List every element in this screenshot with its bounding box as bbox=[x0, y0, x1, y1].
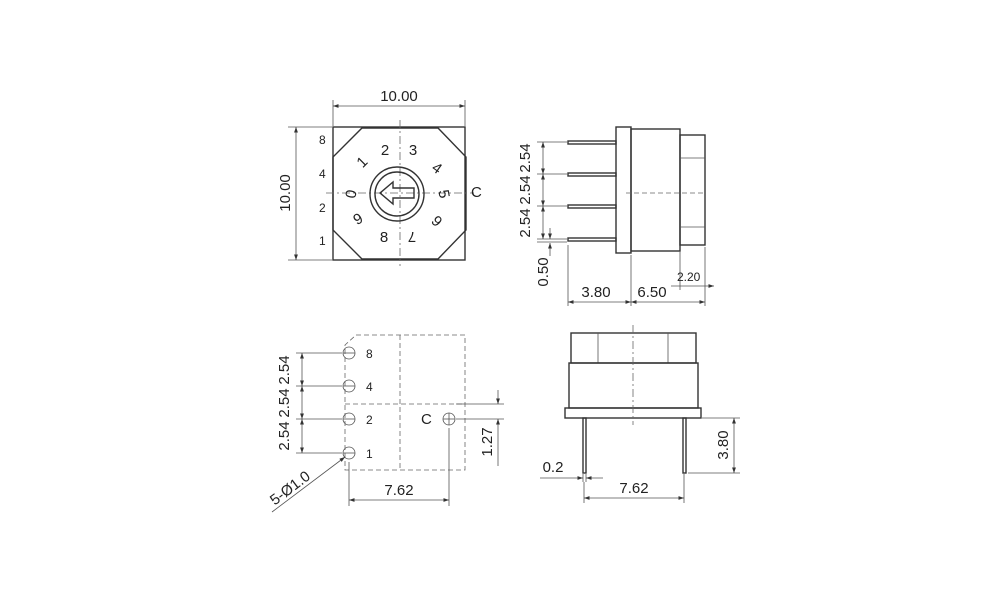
front-pin-right bbox=[682, 417, 687, 474]
top-view-octagon bbox=[332, 127, 467, 260]
footprint-pin-label-1: 1 bbox=[366, 447, 373, 461]
fp-hole-dim: 5-Ø1.0 bbox=[267, 468, 314, 509]
dial-inner-ring bbox=[374, 171, 420, 217]
top-pin-label-8: 8 bbox=[319, 133, 326, 147]
side-view-cap bbox=[679, 134, 706, 246]
front-view: 0.2 7.62 3.80 bbox=[540, 325, 740, 503]
front-pin-left bbox=[582, 417, 587, 474]
dial-arrow-icon bbox=[378, 180, 415, 206]
fp-pitch-dim-1: 2.54 bbox=[276, 355, 293, 384]
front-offset-dim: 0.2 bbox=[543, 459, 564, 476]
dial-number-9: 9 bbox=[350, 210, 366, 229]
top-pin-label-4: 4 bbox=[319, 167, 326, 181]
dial-number-6: 6 bbox=[428, 212, 446, 230]
side-pitch-dim-2: 2.54 bbox=[517, 175, 534, 204]
top-height-dim: 10.00 bbox=[277, 174, 294, 212]
footprint-pin-label-8: 8 bbox=[366, 347, 373, 361]
dial-number-8: 8 bbox=[380, 229, 388, 246]
dial-number-5: 5 bbox=[434, 189, 452, 200]
front-length-dim: 3.80 bbox=[715, 430, 732, 459]
side-cap-dim: 2.20 bbox=[677, 270, 701, 284]
top-pin-label-1: 1 bbox=[319, 234, 326, 248]
dial-number-0: 0 bbox=[342, 189, 360, 200]
side-pitch-dim-1: 2.54 bbox=[517, 143, 534, 172]
side-view: 2.54 2.54 2.54 0.50 3.80 6.50 2.20 bbox=[517, 126, 714, 306]
side-pin-4 bbox=[567, 172, 617, 177]
dial-outer-ring bbox=[369, 166, 425, 222]
side-depth-dim: 6.50 bbox=[637, 284, 666, 301]
front-view-cap bbox=[570, 332, 697, 364]
front-row-dim: 7.62 bbox=[619, 480, 648, 497]
dial-number-1: 1 bbox=[353, 153, 371, 171]
side-thickness-dim: 0.50 bbox=[535, 257, 552, 286]
front-view-body bbox=[568, 362, 699, 409]
side-pitch-dim-3: 2.54 bbox=[517, 208, 534, 237]
fp-pitch-dim-3: 2.54 bbox=[276, 421, 293, 450]
side-pin-1 bbox=[567, 237, 617, 242]
footprint-view: 8 4 2 1 C 2.54 2.54 2.54 5-Ø1.0 7.62 1.2… bbox=[267, 334, 504, 513]
side-pin-2 bbox=[567, 204, 617, 209]
dial-number-3: 3 bbox=[409, 142, 417, 159]
dial-number-7: 7 bbox=[408, 228, 416, 245]
top-view: 10.00 10.00 8 4 2 1 C 0 1 2 3 4 5 6 7 8 … bbox=[277, 88, 482, 266]
top-width-dim: 10.00 bbox=[380, 88, 418, 105]
dial-number-4: 4 bbox=[428, 159, 445, 178]
footprint-pin-label-2: 2 bbox=[366, 413, 373, 427]
footprint-pin-label-4: 4 bbox=[366, 380, 373, 394]
top-pin-label-2: 2 bbox=[319, 201, 326, 215]
fp-pitch-dim-2: 2.54 bbox=[276, 388, 293, 417]
footprint-outline bbox=[344, 334, 466, 471]
top-common-label: C bbox=[471, 184, 482, 201]
side-pin-8 bbox=[567, 140, 617, 145]
side-view-flange bbox=[615, 126, 632, 254]
fp-hole-leader bbox=[271, 456, 346, 513]
dial-number-2: 2 bbox=[381, 142, 389, 159]
footprint-common-label: C bbox=[421, 411, 432, 428]
fp-offset-dim: 1.27 bbox=[479, 427, 496, 456]
side-view-body bbox=[630, 128, 681, 252]
side-pin-length-dim: 3.80 bbox=[581, 284, 610, 301]
fp-row-dim: 7.62 bbox=[384, 482, 413, 499]
